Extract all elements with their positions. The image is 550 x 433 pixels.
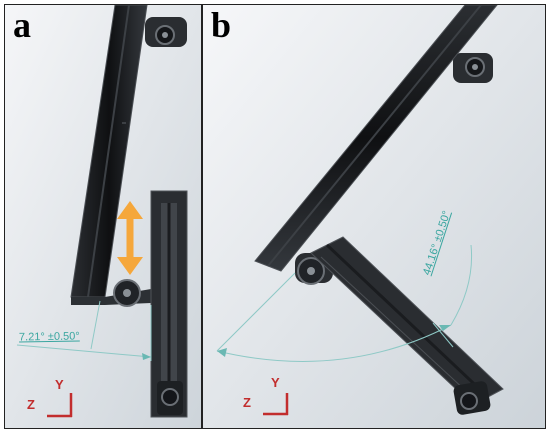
hinge-b — [295, 253, 333, 285]
axis-triad-b — [263, 393, 289, 416]
double-arrow-icon — [117, 201, 143, 275]
angle-dimension-a — [16, 300, 152, 361]
panel-a: a 7.21° ±0.50° Y Z — [4, 4, 202, 429]
hinge-a — [113, 279, 141, 307]
angle-dimension-b — [216, 244, 473, 362]
axis-z-label: Z — [243, 395, 251, 410]
axis-triad-a — [47, 393, 73, 418]
top-bracket-b — [453, 53, 493, 83]
angled-strut — [310, 236, 504, 415]
axis-y-label: Y — [271, 375, 280, 390]
panel-a-scene — [5, 5, 201, 428]
panel-b-background — [203, 5, 545, 428]
diagonal-beam — [254, 5, 498, 272]
vertical-channel — [150, 190, 188, 418]
panel-b: b 44.16° ±0.50° Y Z — [202, 4, 546, 429]
panel-label: a — [13, 5, 31, 45]
axis-z-label: Z — [27, 397, 35, 412]
axis-y-label: Y — [55, 377, 64, 392]
angle-label: 7.21° ±0.50° — [18, 330, 80, 344]
panel-b-scene — [203, 5, 545, 428]
top-bracket — [145, 17, 187, 47]
panel-label: b — [211, 5, 232, 45]
